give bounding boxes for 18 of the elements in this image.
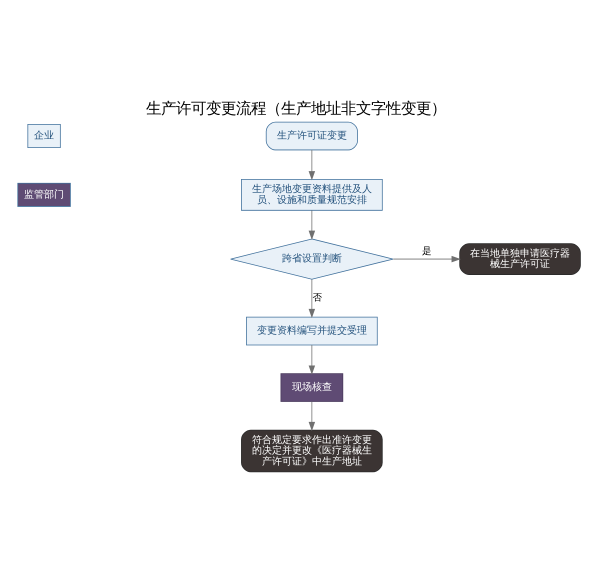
diagram-title: 生产许可变更流程（生产地址非文字性变更） (146, 100, 446, 118)
node-box: 在当地单独申请医疗器械生产许可证 (459, 243, 581, 275)
arrow (392, 256, 461, 262)
legend-label: 监管部门 (24, 189, 64, 200)
arrow (308, 279, 316, 318)
edge-label: 否 (312, 292, 322, 304)
arrow (308, 401, 316, 432)
arrow (308, 344, 316, 375)
arrow (308, 210, 316, 240)
edge-label: 是 (422, 246, 431, 258)
node-diamond: 跨省设置判断 (230, 238, 394, 280)
arrow (308, 150, 316, 180)
legend-label: 企业 (34, 130, 54, 142)
node-box: 符合规定要求作出准许变更的决定并更改《医疗器械生产许可证》中生产地址 (241, 430, 383, 472)
node-box: 生产场地变更资料提供及人员、设施和质量规范安排 (241, 178, 383, 211)
node-box: 生产许可证变更 (266, 122, 358, 150)
node-box: 变更资料编写并提交受理 (246, 316, 378, 346)
node-box: 现场核查 (280, 373, 344, 402)
